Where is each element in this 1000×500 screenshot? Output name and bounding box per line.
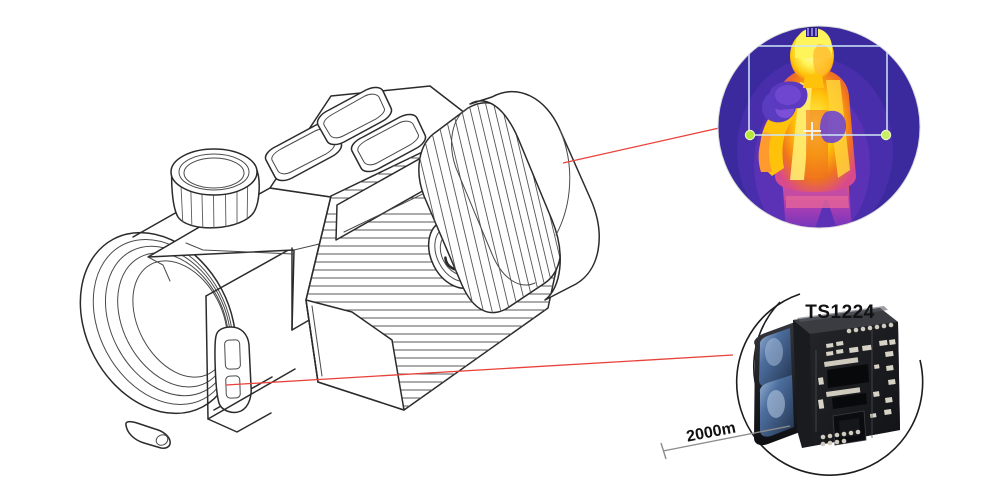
top-button-3[interactable] — [350, 113, 427, 173]
tracking-box — [748, 45, 888, 136]
thermal-scene — [718, 26, 920, 228]
rangefinder-callout — [225, 354, 734, 386]
laser-aperture-panel — [205, 247, 296, 433]
crosshair-icon — [803, 122, 821, 140]
top-button-2[interactable] — [316, 86, 393, 146]
range-markers — [744, 129, 892, 141]
mounting-lug — [125, 420, 171, 449]
thermal-bubble-ring — [717, 25, 921, 229]
module-bubble-ring — [735, 293, 924, 476]
thermal-view-callout — [562, 123, 738, 164]
eyepiece-cup — [469, 90, 600, 301]
module-name-label: TS1224 — [805, 302, 875, 323]
module-body — [754, 306, 900, 448]
head-marking — [806, 27, 818, 37]
focus-knob[interactable] — [170, 148, 260, 235]
pcb-components — [815, 322, 896, 447]
